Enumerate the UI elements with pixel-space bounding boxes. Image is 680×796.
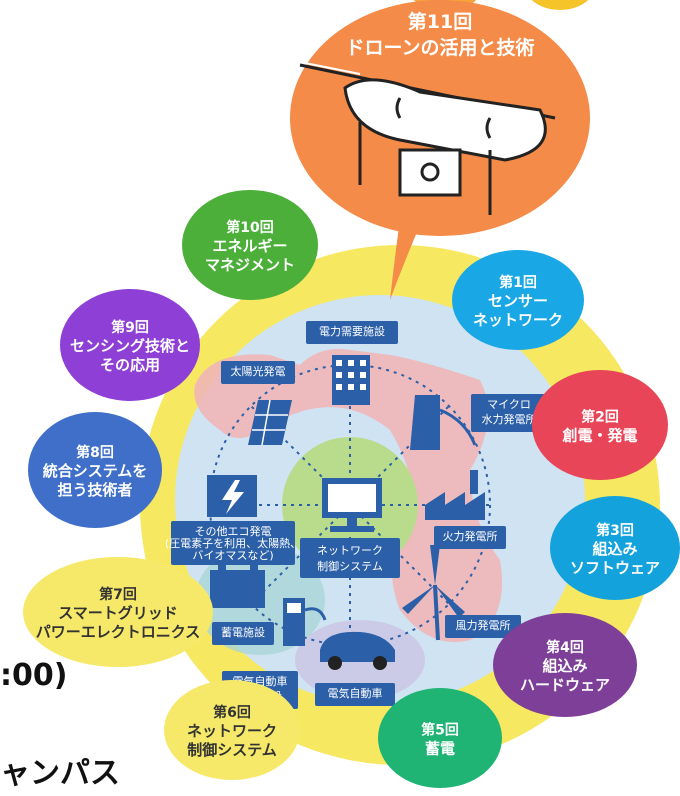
facility-label-thermal: 火力発電所 (434, 526, 506, 549)
session-bubble-line: 第6回 (213, 704, 251, 721)
session-bubble-shape (493, 613, 637, 717)
facility-label-line: バイオマスなど) (192, 549, 273, 562)
session-bubbles: 第1回センサーネットワーク第2回創電・発電第3回組込みソフトウェア第4回組込みハ… (23, 190, 680, 788)
facility-label-line: 電気自動車 (328, 686, 383, 700)
facility-label-line: 太陽光発電 (231, 364, 286, 378)
drone-session: 第11回 (408, 10, 472, 33)
session-bubble-line: その応用 (100, 356, 160, 374)
session-bubble-line: 組込み (542, 657, 587, 675)
facility-label-solar: 太陽光発電 (221, 361, 295, 384)
session-bubble-shape (378, 688, 502, 788)
facility-label-line: 火力発電所 (443, 529, 498, 543)
drone-icon (299, 61, 556, 215)
session-bubble-line: 第5回 (421, 722, 459, 739)
facility-label-line: 蓄電施設 (221, 625, 265, 639)
session-bubble-shape (550, 496, 680, 600)
network-ring (209, 364, 491, 646)
solar-panel-icon (248, 399, 292, 446)
facility-label-line: その他エコ発電 (195, 524, 272, 538)
facility-label-line: 水力発電所 (482, 412, 537, 426)
eco-power-icon (207, 475, 257, 517)
dam-icon (410, 395, 477, 450)
side-fragment-campus: ャンパス (0, 756, 120, 791)
charger-icon (283, 598, 327, 646)
facility-label-line: マイクロ (487, 398, 531, 411)
facility-label-wind: 風力発電所 (445, 615, 521, 638)
session-bubble-line: 創電・発電 (561, 427, 637, 445)
session-bubble-shape (164, 680, 300, 780)
session-bubble-shape (532, 370, 668, 480)
center-label-line: ネットワーク (317, 544, 383, 557)
session-bubble-line: ハードウェア (520, 676, 610, 694)
session-bubble-line: 第4回 (546, 639, 584, 656)
session-bubble-line: 第10回 (226, 219, 273, 236)
building-icon (332, 355, 370, 405)
session-bubble-line: スマートグリッド (58, 604, 178, 622)
session-bubble-line: センシング技術と (70, 337, 190, 355)
session-bubble-line: 統合システムを (43, 462, 148, 480)
drone-bubble-tail (390, 220, 420, 300)
session-bubble-line: 第7回 (99, 586, 137, 603)
drone-title: ドローンの活用と技術 (345, 36, 534, 59)
session-bubble-line: 第3回 (596, 522, 634, 539)
session-bubble-line: 第8回 (76, 444, 114, 461)
facility-label-ev: 電気自動車 (315, 683, 395, 706)
session-bubble-line: 組込み (592, 540, 637, 558)
session-bubble-line: ネットワーク (473, 311, 563, 329)
session-bubble-line: 第9回 (111, 319, 149, 336)
computer-icon (322, 478, 382, 532)
ev-car-icon (320, 631, 395, 670)
session-bubble-shape (452, 250, 584, 350)
top-partial-bubble-right (531, 0, 589, 10)
facility-label-eco: その他エコ発電(圧電素子を利用、太陽熱、バイオマスなど) (165, 521, 301, 565)
facility-label-line: 電力需要施設 (319, 324, 385, 338)
center-label-line: 制御システム (317, 559, 383, 573)
session-bubble-line: センサー (488, 292, 548, 310)
battery-icon (210, 564, 265, 608)
factory-icon (425, 470, 485, 520)
facility-label-line: (圧電素子を利用、太陽熱、 (165, 537, 301, 550)
session-bubble-line: エネルギー (212, 237, 287, 255)
session-bubble-line: 第1回 (499, 274, 537, 291)
session-bubble-line: ネットワーク (187, 722, 277, 740)
facility-label-demand: 電力需要施設 (306, 321, 398, 344)
session-bubble-line: マネジメント (205, 256, 295, 274)
session-bubble-line: パワーエレクトロニクス (36, 623, 201, 641)
session-bubble-shape (182, 190, 318, 300)
session-bubble-line: 制御システム (187, 741, 277, 759)
facility-label-storage: 蓄電施設 (212, 622, 274, 645)
center-label-box (300, 538, 400, 578)
session-bubble-line: 担う技術者 (57, 481, 132, 499)
session-bubble-line: 第2回 (581, 409, 619, 426)
session-bubble-line: ソフトウェア (570, 559, 660, 577)
session-bubble-shape (23, 557, 213, 667)
side-fragment-time: :00) (0, 658, 68, 693)
session-bubble-shape (60, 289, 200, 401)
wind-turbine-icon (402, 545, 465, 641)
facility-label-line: 風力発電所 (456, 618, 511, 632)
session-bubble-line: 蓄電 (425, 740, 455, 758)
session-bubble-shape (28, 412, 162, 528)
